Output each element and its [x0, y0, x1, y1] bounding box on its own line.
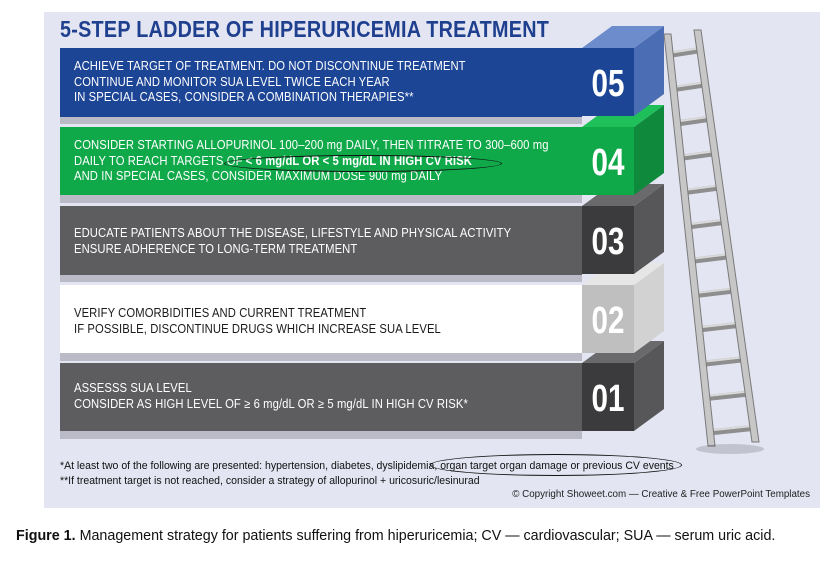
- ladder-rung-highlight: [700, 322, 736, 329]
- ladder-rung-highlight: [696, 287, 731, 294]
- block-side-05: [634, 26, 664, 116]
- step-02-line-1: VERIFY COMORBIDITIES AND CURRENT TREATME…: [74, 306, 367, 320]
- ladder-rung: [696, 287, 732, 298]
- block-side-01: [634, 341, 664, 431]
- bar-shadow-02: [60, 353, 582, 361]
- ladder-left-rail: [663, 33, 716, 447]
- ladder-rung-highlight: [682, 150, 712, 157]
- block-side-04: [634, 105, 664, 195]
- ladder-rung-highlight: [711, 425, 751, 432]
- block-front-01: [582, 363, 634, 431]
- ladder-rung: [674, 81, 703, 92]
- ladder-rung: [692, 253, 727, 264]
- footnote-2: **If treatment target is not reached, co…: [60, 475, 480, 487]
- ladder-rung-highlight: [678, 116, 707, 123]
- ladder-rung-highlight: [707, 390, 746, 397]
- ladder-rung: [700, 322, 736, 333]
- bar-shadow-05: [60, 116, 582, 124]
- ladder-rung-highlight: [704, 356, 741, 363]
- block-side-02: [634, 263, 664, 353]
- ladder-rung: [703, 356, 741, 367]
- ladder-rung-highlight: [693, 253, 727, 260]
- block-front-03: [582, 206, 634, 274]
- block-front-04: [582, 127, 634, 195]
- step-03-line-1: EDUCATE PATIENTS ABOUT THE DISEASE, LIFE…: [74, 226, 512, 240]
- ladder-rung-highlight: [689, 219, 722, 226]
- step-text-05: ACHIEVE TARGET OF TREATMENT. DO NOT DISC…: [74, 59, 466, 106]
- ladder-rung-highlight: [685, 184, 717, 191]
- bar-shadow-03: [60, 274, 582, 282]
- ladder-rung: [711, 425, 751, 436]
- block-front-05: [582, 48, 634, 116]
- step-number-02: 02: [592, 300, 625, 342]
- step-05-line-2: CONTINUE AND MONITOR SUA LEVEL TWICE EAC…: [74, 74, 390, 89]
- step-01-line-1: ASSESSS SUA LEVEL: [74, 381, 192, 395]
- figure-title: 5-STEP LADDER OF HIPERURICEMIA TREATMENT: [60, 16, 550, 42]
- step-05-line-3: IN SPECIAL CASES, CONSIDER A COMBINATION…: [74, 90, 414, 104]
- ladder-rung: [678, 116, 707, 127]
- block-front-02: [582, 285, 634, 353]
- ladder-rung: [685, 184, 717, 195]
- ladder-rung-highlight: [671, 47, 698, 54]
- step-number-04: 04: [592, 142, 625, 184]
- ladder-right-rail: [693, 29, 760, 443]
- step-05-line-1: ACHIEVE TARGET OF TREATMENT. DO NOT DISC…: [74, 59, 466, 73]
- step-bar-02: VERIFY COMORBIDITIES AND CURRENT TREATME…: [60, 285, 582, 353]
- ladder-rung: [707, 390, 746, 401]
- step-text-03: EDUCATE PATIENTS ABOUT THE DISEASE, LIFE…: [74, 226, 511, 257]
- caption-text: Management strategy for patients sufferi…: [75, 528, 776, 544]
- step-01-line-2: CONSIDER AS HIGH LEVEL OF ≥ 6 mg/dL OR ≥…: [74, 396, 468, 411]
- bar-shadow-04: [60, 195, 582, 203]
- ladder-rung: [681, 150, 712, 161]
- ladder-rung-highlight: [674, 81, 702, 88]
- footnote-1-prefix: *At least two of the following are prese…: [60, 460, 438, 472]
- ladder-rung: [670, 47, 698, 58]
- step-number-05: 05: [592, 63, 625, 105]
- step-02-line-2: IF POSSIBLE, DISCONTINUE DRUGS WHICH INC…: [74, 321, 441, 336]
- step-04-line-1: CONSIDER STARTING ALLOPURINOL 100–200 mg…: [74, 138, 549, 152]
- block-side-03: [634, 184, 664, 274]
- step-text-01: ASSESSS SUA LEVEL CONSIDER AS HIGH LEVEL…: [74, 381, 468, 412]
- step-text-02: VERIFY COMORBIDITIES AND CURRENT TREATME…: [74, 306, 441, 337]
- step-bar-03: EDUCATE PATIENTS ABOUT THE DISEASE, LIFE…: [60, 206, 582, 275]
- step-04-line-2-prefix: DAILY TO REACH TARGETS OF: [74, 153, 246, 168]
- copyright-notice: © Copyright Showeet.com — Creative & Fre…: [512, 489, 810, 500]
- footnote-highlight-ellipse: [430, 454, 682, 476]
- step-04-line-3: AND IN SPECIAL CASES, CONSIDER MAXIMUM D…: [74, 169, 443, 183]
- caption-label: Figure 1.: [16, 528, 76, 544]
- ladder-shadow: [696, 444, 764, 454]
- step-03-line-2: ENSURE ADHERENCE TO LONG-TERM TREATMENT: [74, 241, 358, 256]
- step-bar-05: ACHIEVE TARGET OF TREATMENT. DO NOT DISC…: [60, 48, 582, 117]
- step-bar-01: ASSESSS SUA LEVEL CONSIDER AS HIGH LEVEL…: [60, 363, 582, 431]
- step-number-03: 03: [592, 221, 625, 263]
- figure-caption: Figure 1. Management strategy for patien…: [16, 527, 822, 546]
- step-number-01: 01: [592, 378, 625, 420]
- bar-shadow-01: [60, 431, 582, 439]
- block-top-05: [582, 26, 664, 48]
- ladder-rung: [689, 219, 722, 230]
- target-highlight-ellipse: [224, 155, 502, 172]
